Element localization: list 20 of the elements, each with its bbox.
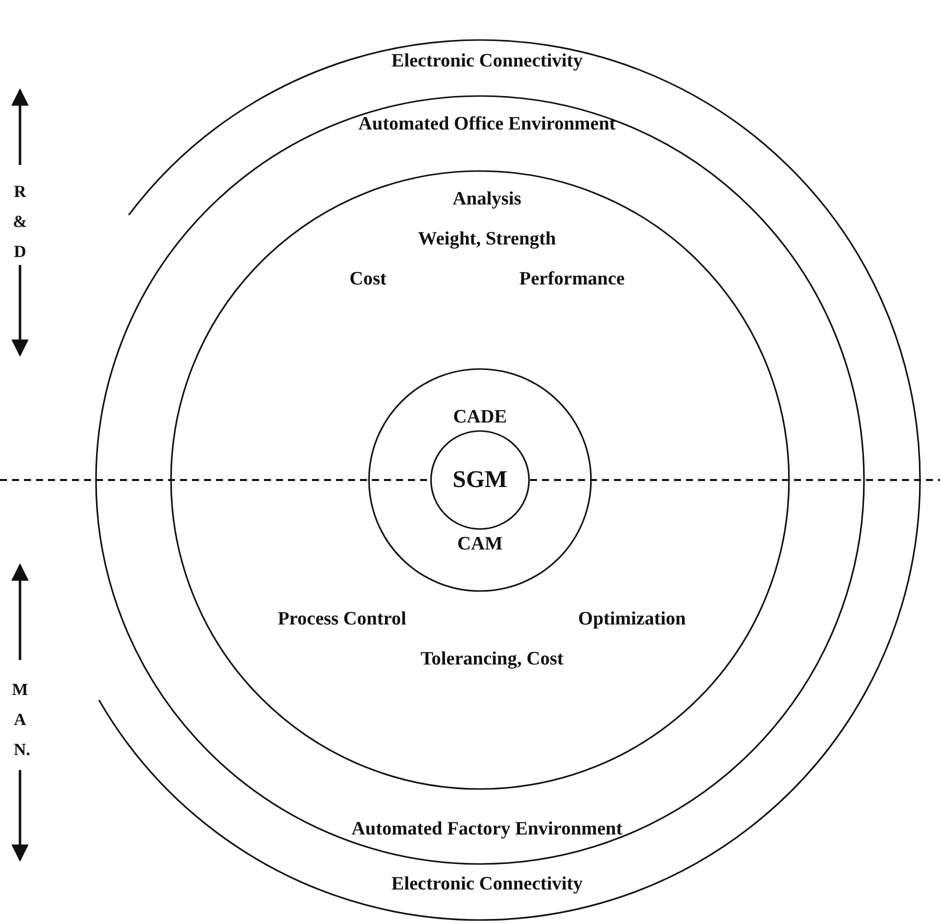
axis-letter: M [12,680,28,700]
ring-label: CAM [457,534,503,556]
ring-label: Performance [519,270,625,290]
axis-letter: A [14,710,26,730]
ring-label: Cost [350,270,386,290]
ring-label: SGM [452,466,508,494]
axis-letter: N. [14,740,30,760]
ring-label: Weight, Strength [418,230,556,250]
ring-label: Electronic Connectivity [391,874,583,896]
axis-letter: & [12,212,28,232]
ring-label: Tolerancing, Cost [420,650,564,670]
ring-label: Automated Office Environment [358,114,616,136]
ring-label: Process Control [278,610,406,630]
ring-label: Automated Factory Environment [352,820,622,840]
ring-label: CADE [453,408,507,428]
axis-letter: D [14,242,26,262]
ring-label: Analysis [452,190,522,210]
axis-letter: R [14,182,26,202]
ring-label: Optimization [578,610,686,630]
ring-label: Electronic Connectivity [391,52,583,72]
